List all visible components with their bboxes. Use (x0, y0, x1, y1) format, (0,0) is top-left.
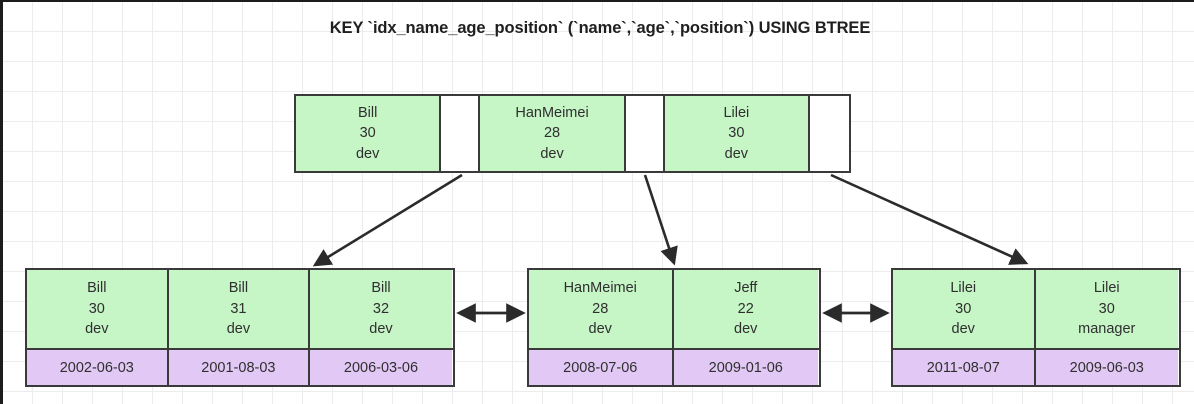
leaf-date-row: 2002-06-03 2001-08-03 2006-03-06 (27, 348, 453, 385)
leaf-key-row: Bill 30 dev Bill 31 dev Bill 32 dev (27, 270, 453, 348)
leaf-key-cell: Lilei 30 dev (893, 270, 1036, 348)
root-node: Bill 30 dev HanMeimei 28 dev Lilei 30 de… (294, 94, 851, 173)
key-position: dev (588, 321, 612, 338)
leaf-node-2: HanMeimei 28 dev Jeff 22 dev 2008-07-06 … (527, 268, 821, 387)
root-pointer-cell (625, 96, 665, 171)
key-name: Bill (87, 280, 107, 297)
key-position: manager (1078, 321, 1136, 338)
key-name: Bill (371, 280, 391, 297)
key-name: Lilei (1093, 280, 1120, 297)
leaf-key-cell: Bill 30 dev (27, 270, 169, 348)
leaf-key-cell: Jeff 22 dev (673, 270, 818, 348)
key-age: 30 (1098, 300, 1115, 317)
key-age: 30 (88, 300, 105, 317)
leaf-key-row: HanMeimei 28 dev Jeff 22 dev (529, 270, 819, 348)
key-age: 32 (372, 300, 390, 317)
leaf-key-row: Lilei 30 dev Lilei 30 manager (893, 270, 1179, 348)
key-age: 30 (955, 300, 972, 317)
key-position: dev (724, 145, 749, 162)
leaf-date-cell: 2002-06-03 (27, 350, 169, 385)
root-to-leaf-2-arrow (643, 174, 678, 266)
leaf-date-cell: 2006-03-06 (310, 350, 452, 385)
root-to-leaf-1-arrow (312, 173, 463, 267)
root-key-cell: Bill 30 dev (296, 96, 442, 171)
leaf-date-row: 2008-07-06 2009-01-06 (529, 348, 819, 385)
key-name: Lilei (723, 104, 750, 121)
root-key-cell: Lilei 30 dev (664, 96, 811, 171)
key-name: HanMeimei (563, 280, 637, 297)
key-age: 28 (543, 125, 561, 142)
key-age: 22 (737, 300, 754, 317)
leaf-key-cell: Bill 31 dev (168, 270, 311, 348)
key-age: 31 (230, 300, 247, 317)
leaf-date-cell: 2009-06-03 (1035, 350, 1178, 385)
key-age: 30 (359, 125, 376, 142)
key-position: dev (355, 145, 380, 162)
key-name: Bill (357, 104, 378, 121)
key-name: Lilei (950, 280, 977, 297)
leaf-node-1: Bill 30 dev Bill 31 dev Bill 32 dev 2002… (25, 268, 455, 387)
key-age: 30 (728, 125, 745, 142)
leaf-key-cell: HanMeimei 28 dev (529, 270, 674, 348)
diagram-title: KEY `idx_name_age_position` (`name`,`age… (329, 19, 871, 37)
leaf-date-cell: 2011-08-07 (893, 350, 1036, 385)
root-pointer-cell (810, 96, 850, 171)
leaf-date-cell: 2001-08-03 (168, 350, 311, 385)
leaf-date-row: 2011-08-07 2009-06-03 (893, 348, 1179, 385)
root-pointer-cell (441, 96, 481, 171)
root-cell-row: Bill 30 dev HanMeimei 28 dev Lilei 30 de… (296, 96, 850, 171)
key-position: dev (85, 321, 109, 338)
key-position: dev (369, 321, 393, 338)
leaf-key-cell: Lilei 30 manager (1035, 270, 1178, 348)
leaf-date-cell: 2009-01-06 (673, 350, 818, 385)
key-age: 28 (592, 300, 609, 317)
key-name: HanMeimei (515, 104, 589, 121)
leaf-date-cell: 2008-07-06 (529, 350, 674, 385)
key-name: Bill (228, 280, 249, 297)
root-to-leaf-3-arrow (830, 173, 1029, 265)
key-position: dev (951, 321, 975, 338)
key-name: Jeff (734, 280, 758, 297)
root-key-cell: HanMeimei 28 dev (480, 96, 626, 171)
leaf-key-cell: Bill 32 dev (310, 270, 452, 348)
key-position: dev (734, 321, 758, 338)
key-position: dev (226, 321, 251, 338)
leaf-node-3: Lilei 30 dev Lilei 30 manager 2011-08-07… (891, 268, 1181, 387)
key-position: dev (540, 145, 564, 162)
